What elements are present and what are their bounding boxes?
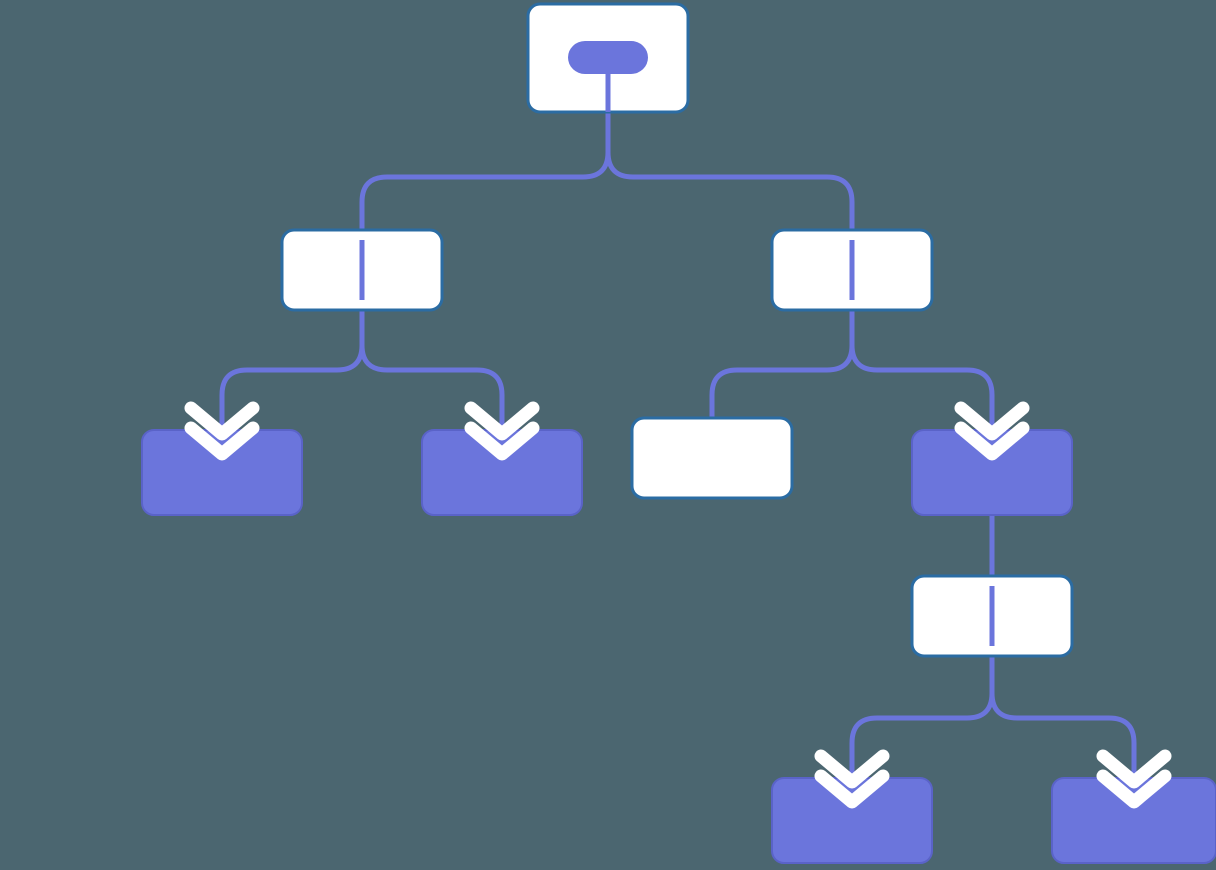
chevron-double-down-icon <box>464 401 540 461</box>
purple-node-body[interactable] <box>1051 777 1216 864</box>
chevron-lower <box>464 421 540 461</box>
pill-shape <box>568 41 648 74</box>
chevron-double-down-icon <box>814 749 890 809</box>
purple-node-body[interactable] <box>911 429 1073 516</box>
node-n-leaf-right[interactable] <box>1051 777 1216 864</box>
edge-n-right-to-n-rl <box>709 270 855 418</box>
edge-root-to-n-left <box>359 58 611 230</box>
node-n-lr[interactable] <box>421 429 583 516</box>
edge-root-to-n-right <box>605 58 855 230</box>
purple-node-body[interactable] <box>141 429 303 516</box>
purple-node-body[interactable] <box>771 777 933 864</box>
chevron-upper <box>954 401 1030 441</box>
chevron-double-down-icon <box>184 401 260 461</box>
chevron-lower <box>954 421 1030 461</box>
chevron-lower <box>814 769 890 809</box>
node-root[interactable] <box>526 2 690 114</box>
chevron-upper <box>464 401 540 441</box>
edge-layer <box>219 58 1137 778</box>
edge-n-left-to-n-ll <box>219 270 365 430</box>
white-node-body[interactable] <box>630 416 794 500</box>
node-n-rl[interactable] <box>630 416 794 500</box>
chevron-lower <box>1096 769 1172 809</box>
chevron-upper <box>814 749 890 789</box>
chevron-upper <box>184 401 260 441</box>
edge-n-left-to-n-lr <box>359 270 505 430</box>
purple-node-body[interactable] <box>421 429 583 516</box>
chevron-double-down-icon <box>954 401 1030 461</box>
chevron-upper <box>1096 749 1172 789</box>
edge-n-rr-child-to-n-leaf-left <box>849 616 995 778</box>
node-n-leaf-left[interactable] <box>771 777 933 864</box>
node-n-rr[interactable] <box>911 429 1073 516</box>
edge-n-right-to-n-rr <box>849 270 995 430</box>
node-layer <box>141 2 1216 864</box>
chevron-double-down-icon <box>1096 749 1172 809</box>
chevron-lower <box>184 421 260 461</box>
arrow-glyph-layer <box>184 401 1172 809</box>
node-n-ll[interactable] <box>141 429 303 516</box>
edge-n-rr-child-to-n-leaf-right <box>989 616 1137 778</box>
